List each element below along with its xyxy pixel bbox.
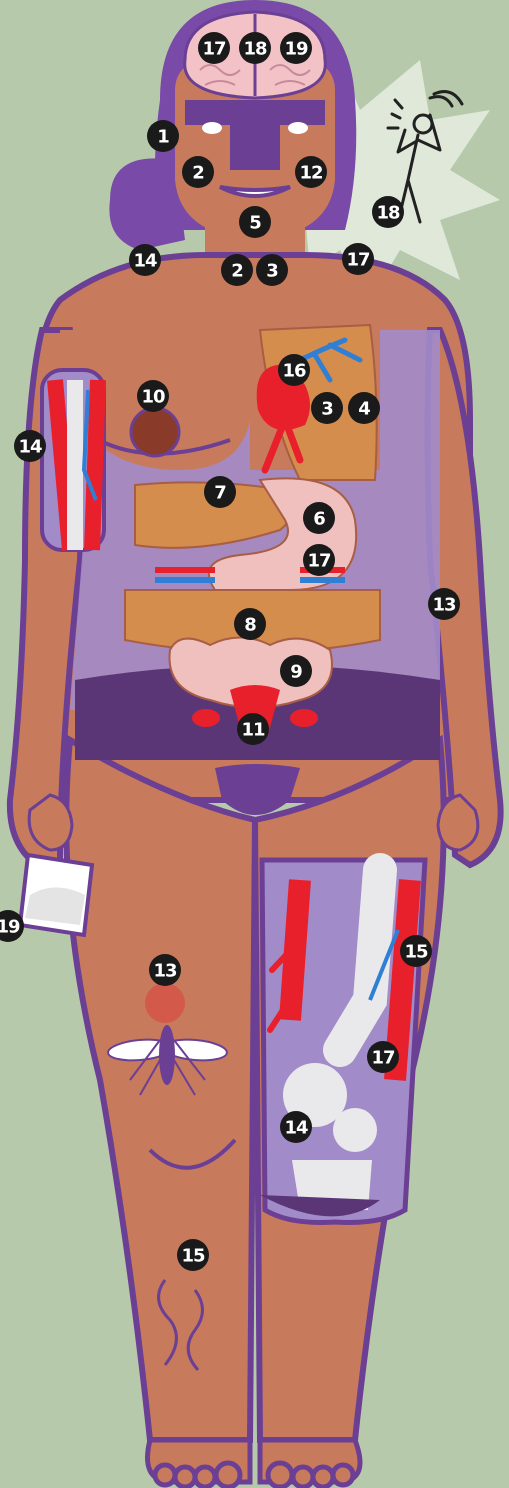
marker-side-13: 13 [428, 588, 460, 620]
marker-shoulder-17: 17 [342, 243, 374, 275]
marker-number: 14 [133, 251, 157, 272]
marker-pancreas-17: 17 [303, 544, 335, 576]
marker-number: 15 [181, 1246, 205, 1267]
marker-neck-2: 2 [221, 254, 253, 286]
marker-number: 11 [241, 720, 265, 741]
marker-number: 18 [376, 203, 400, 224]
marker-number: 14 [18, 437, 42, 458]
marker-number: 3 [266, 261, 278, 282]
marker-neck-3: 3 [256, 254, 288, 286]
marker-lung-3: 3 [311, 392, 343, 424]
marker-number: 16 [282, 361, 306, 382]
marker-mosquito-13: 13 [149, 954, 181, 986]
marker-number: 10 [141, 387, 165, 408]
marker-thigh-15: 15 [400, 935, 432, 967]
marker-chin-5: 5 [239, 206, 271, 238]
marker-number: 17 [346, 250, 370, 271]
feet [148, 1440, 361, 1487]
marker-neck-14: 14 [129, 244, 161, 276]
left-eye-icon [202, 122, 222, 134]
marker-thigh-17: 17 [367, 1041, 399, 1073]
underwear [215, 764, 300, 815]
marker-intestine-9: 9 [280, 655, 312, 687]
marker-number: 8 [244, 615, 256, 636]
marker-brain-18: 18 [239, 32, 271, 64]
marker-brain-19: 19 [280, 32, 312, 64]
marker-number: 7 [214, 483, 226, 504]
marker-knee-14: 14 [280, 1111, 312, 1143]
marker-calf-15: 15 [177, 1239, 209, 1271]
marker-cheek-2: 2 [182, 156, 214, 188]
marker-number: 19 [284, 39, 308, 60]
leg-anatomy [260, 860, 425, 1223]
marker-number: 2 [231, 261, 243, 282]
marker-number: 3 [321, 399, 333, 420]
arm-vessels [42, 370, 104, 550]
powder-bag-icon [20, 855, 92, 935]
marker-number: 19 [0, 917, 20, 938]
marker-number: 5 [249, 213, 261, 234]
marker-number: 6 [313, 509, 325, 530]
marker-number: 9 [290, 662, 302, 683]
right-eye-icon [288, 122, 308, 134]
marker-liver-7: 7 [204, 476, 236, 508]
marker-brain-17: 17 [198, 32, 230, 64]
marker-forehead-1: 1 [147, 120, 179, 152]
marker-cheek-12: 12 [295, 156, 327, 188]
marker-number: 12 [299, 163, 322, 184]
marker-lung-4: 4 [348, 392, 380, 424]
marker-number: 17 [202, 39, 226, 60]
marker-number: 2 [192, 163, 204, 184]
marker-number: 15 [404, 942, 428, 963]
marker-number: 4 [358, 399, 370, 420]
marker-number: 1 [157, 127, 169, 148]
marker-number: 13 [432, 595, 456, 616]
marker-number: 14 [284, 1118, 308, 1139]
marker-stomach-6: 6 [303, 502, 335, 534]
marker-colon-8: 8 [234, 608, 266, 640]
marker-breast-10: 10 [137, 380, 169, 412]
marker-heart-16: 16 [278, 354, 310, 386]
marker-uterus-11: 11 [237, 713, 269, 745]
marker-number: 17 [307, 551, 331, 572]
marker-number: 13 [153, 961, 177, 982]
marker-arm-14: 14 [14, 430, 46, 462]
marker-number: 18 [243, 39, 267, 60]
marker-headache-18: 18 [372, 196, 404, 228]
marker-number: 17 [371, 1048, 395, 1069]
